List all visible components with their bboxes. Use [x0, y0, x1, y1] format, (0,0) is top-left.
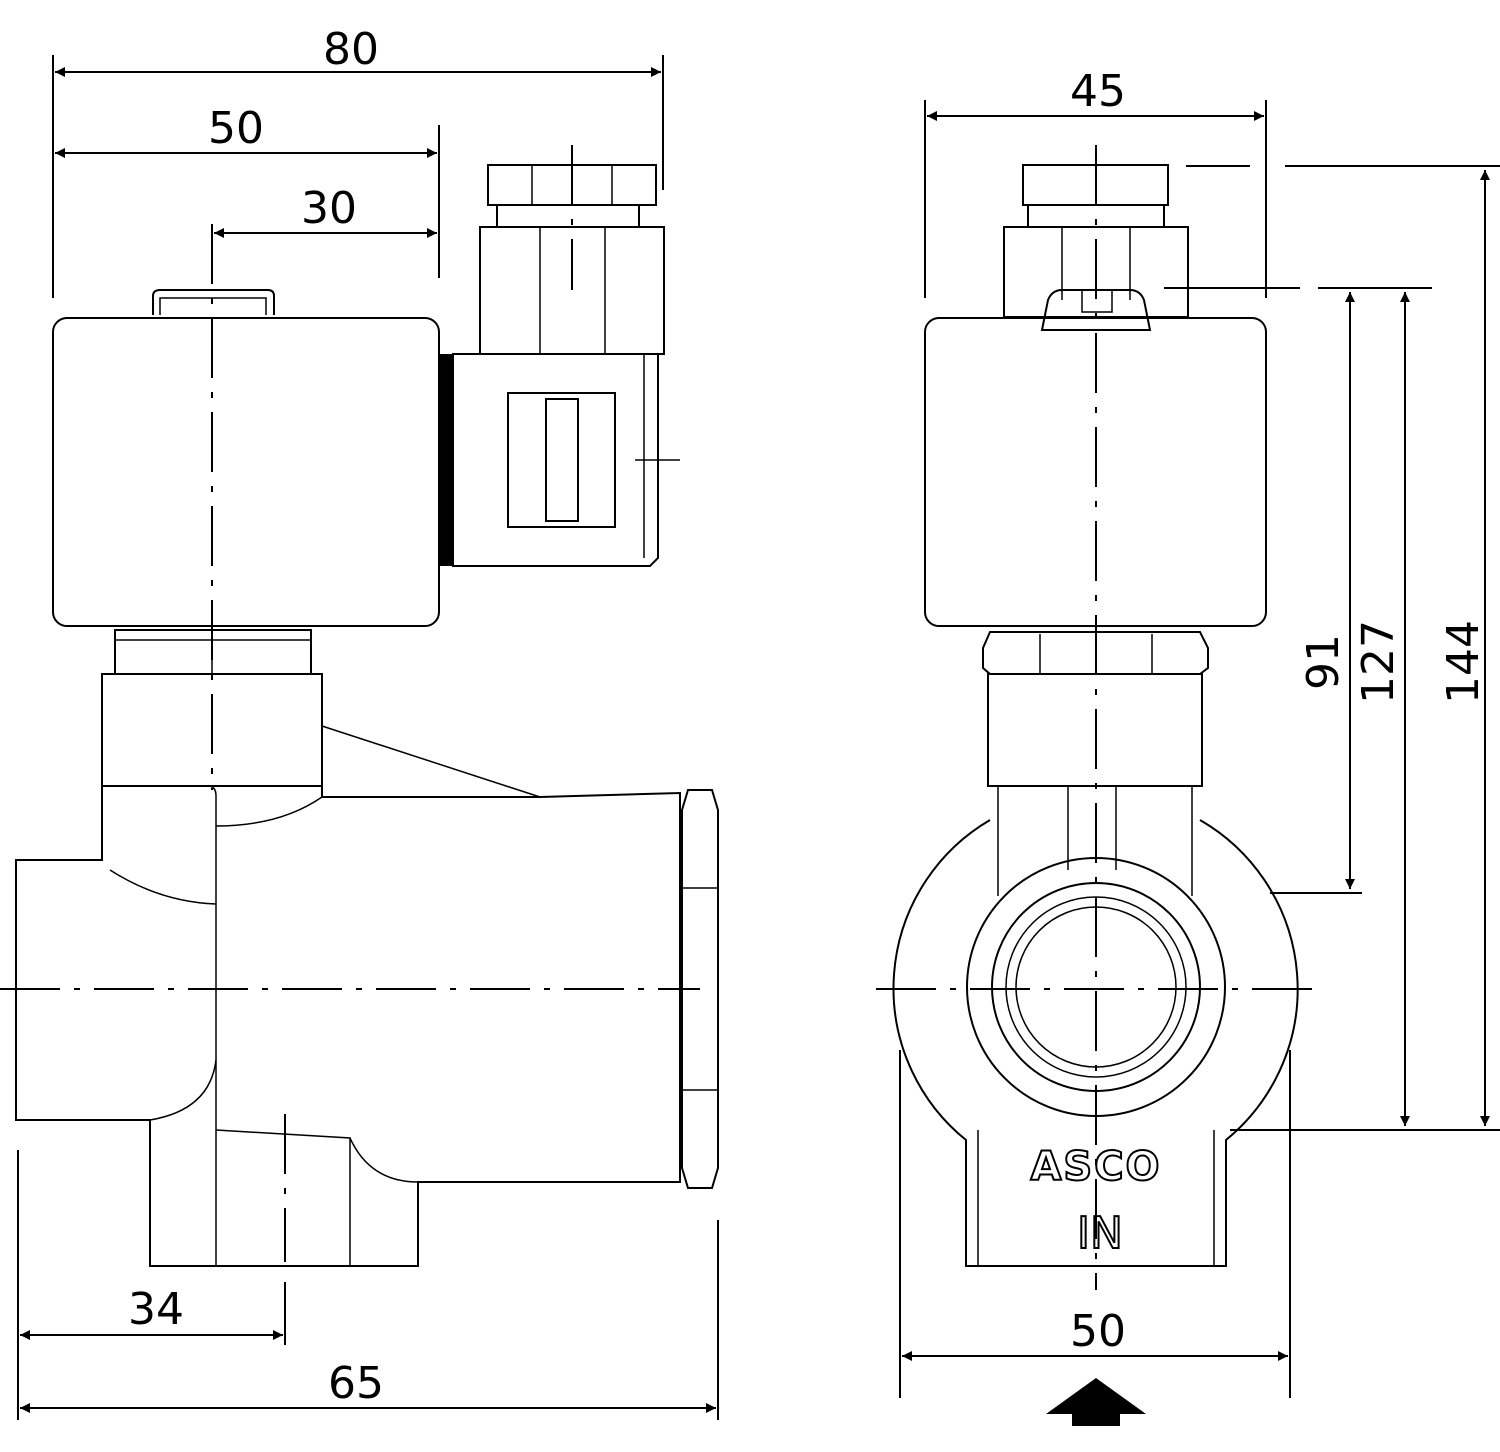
dim-127-label: 127	[1353, 620, 1404, 704]
dim-65-label: 65	[328, 1358, 384, 1409]
dim-80: 80	[52, 24, 664, 298]
port-marking: IN	[1077, 1208, 1123, 1259]
side-end-fitting	[681, 789, 719, 1189]
side-connector-window	[507, 392, 616, 528]
dim-45-label: 45	[1070, 66, 1126, 117]
dim-144: 144	[1438, 170, 1490, 1126]
dim-50-side: 50	[55, 103, 440, 278]
side-connector-gasket	[439, 354, 453, 566]
dim-34-label: 34	[128, 1284, 184, 1335]
dim-30-label: 30	[301, 183, 357, 234]
dim-127: 127	[1353, 292, 1410, 1126]
side-coil	[52, 317, 440, 627]
dim-65: 65	[20, 1220, 719, 1420]
dim-50-side-label: 50	[208, 103, 264, 154]
side-connector	[452, 353, 659, 567]
front-clip	[1040, 289, 1152, 331]
dim-91: 91	[1298, 292, 1355, 889]
side-view: 80 50 30 34 65	[0, 24, 719, 1420]
side-valve-body	[15, 786, 681, 1267]
dim-34: 34	[17, 1150, 286, 1420]
dim-30: 30	[214, 183, 437, 238]
front-view: ASCO IN 45 50 91	[876, 66, 1500, 1426]
dim-80-label: 80	[323, 24, 379, 75]
dim-50-front: 50	[899, 1050, 1291, 1398]
dim-50-front-label: 50	[1070, 1306, 1126, 1357]
inlet-flow-arrow-icon	[1046, 1378, 1146, 1426]
dim-45: 45	[924, 66, 1267, 298]
side-coil-clip	[152, 289, 275, 315]
dim-144-label: 144	[1438, 620, 1489, 704]
front-valve-body	[892, 819, 1299, 1267]
dim-91-label: 91	[1298, 634, 1349, 690]
